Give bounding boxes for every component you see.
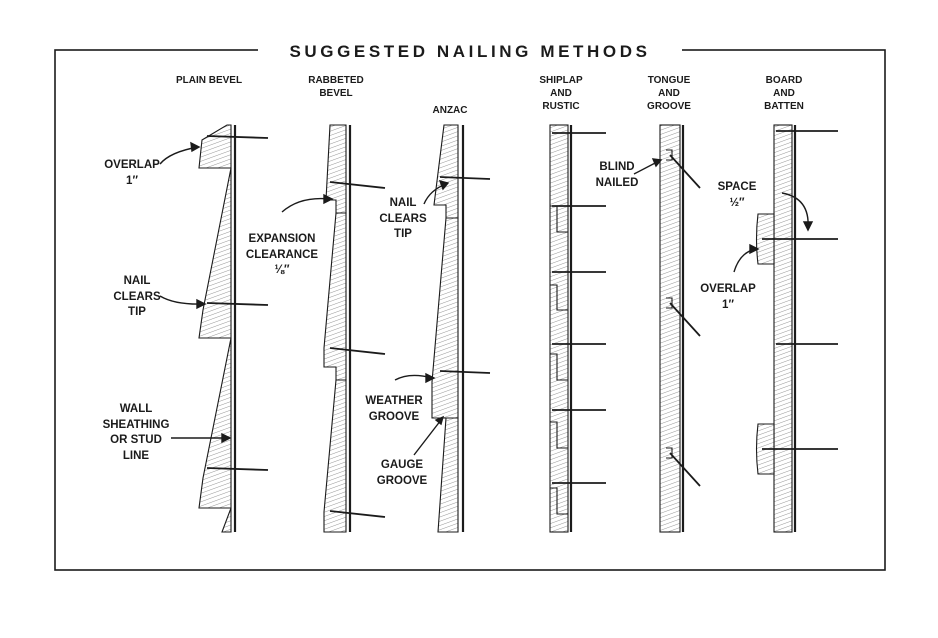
- column-header-anzac: ANZAC: [432, 105, 468, 116]
- column-header-plain-bevel: PLAIN BEVEL: [175, 75, 243, 86]
- rabbeted-bevel-nail: [329, 347, 386, 355]
- shiplap-rustic-drawing: [549, 124, 606, 533]
- anzac-nail: [439, 176, 491, 180]
- anzac-board: [431, 217, 459, 419]
- anzac-nail: [439, 370, 491, 374]
- annotation-nail-clears-tip: NAIL CLEARS TIP: [113, 275, 161, 319]
- plain-bevel-drawing: [198, 124, 269, 533]
- annotation-overlap-1: OVERLAP 1″: [104, 159, 160, 187]
- column-header-tongue-groove: TONGUE AND GROOVE: [647, 75, 691, 112]
- shiplap-board-stack: [549, 124, 569, 533]
- annotation-weather-groove: WEATHER GROOVE: [365, 395, 423, 423]
- tongue-groove-drawing: [659, 124, 701, 533]
- tongue-groove-board-stack: [659, 124, 681, 533]
- plain-bevel-board: [221, 507, 232, 533]
- anzac-board: [437, 417, 459, 533]
- annotation-blind-nailed: BLIND NAILED: [595, 161, 639, 189]
- board-batten-drawing: [755, 124, 838, 533]
- plain-bevel-nail: [206, 467, 269, 471]
- annotation-expansion-clearance: EXPANSION CLEARANCE ⅛″: [245, 233, 319, 277]
- rabbeted-bevel-nail: [329, 510, 386, 518]
- annotation-anzac-nail-clears-tip: NAIL CLEARS TIP: [379, 197, 427, 241]
- plain-bevel-nail: [206, 302, 269, 306]
- annotation-wall-sheathing: WALL SHEATHING OR STUD LINE: [102, 403, 170, 462]
- board-batten-board: [773, 124, 793, 533]
- annotation-batten-overlap-1: OVERLAP 1″: [700, 283, 756, 311]
- rabbeted-bevel-nail: [329, 181, 386, 189]
- leader-lines: [159, 141, 814, 456]
- plain-bevel-board: [198, 337, 232, 509]
- plain-bevel-board: [198, 124, 232, 169]
- column-header-rabbeted-bevel: RABBETED BEVEL: [308, 75, 364, 99]
- anzac-board: [433, 124, 459, 219]
- rabbeted-bevel-board: [323, 379, 347, 533]
- rabbeted-bevel-board: [323, 212, 347, 381]
- annotation-space-half: SPACE ½″: [717, 181, 757, 209]
- tongue-groove-nail: [669, 154, 701, 189]
- frame-border: [54, 49, 886, 571]
- annotation-gauge-groove: GAUGE GROOVE: [376, 459, 428, 487]
- column-header-board-batten: BOARD AND BATTEN: [764, 75, 804, 112]
- plain-bevel-nail: [206, 135, 269, 139]
- anzac-drawing: [431, 124, 491, 533]
- plain-bevel-board: [198, 167, 232, 339]
- rabbeted-bevel-drawing: [323, 124, 386, 533]
- diagram-title: SUGGESTED NAILING METHODS: [258, 40, 682, 64]
- column-header-shiplap-rustic: SHIPLAP AND RUSTIC: [539, 75, 583, 112]
- tongue-groove-nail: [669, 452, 701, 487]
- tongue-groove-nail: [669, 302, 701, 337]
